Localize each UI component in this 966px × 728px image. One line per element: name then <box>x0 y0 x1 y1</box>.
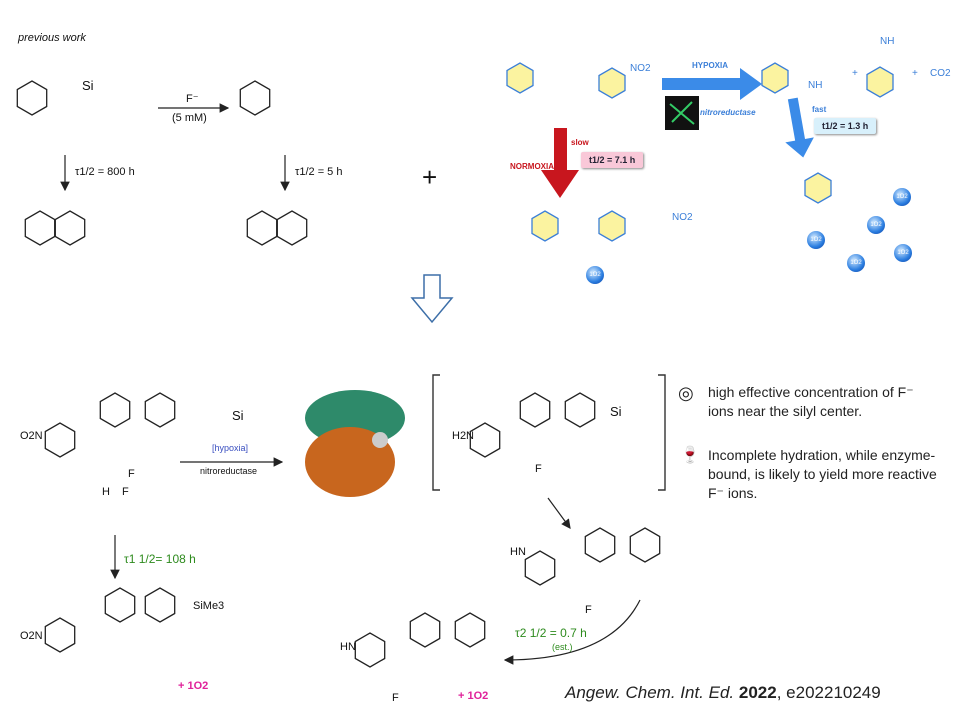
hollow-down-arrow <box>410 274 454 324</box>
note-text: high effective concentration of F⁻ ions … <box>708 384 914 419</box>
target-icon: ◎ <box>678 383 694 403</box>
halflife-0.7h: τ2 1/2 = 0.7 h <box>515 626 587 640</box>
ring-structure <box>54 210 86 246</box>
singlet-oxygen-product-2: + 1O2 <box>458 690 489 702</box>
ring-structure <box>144 587 176 623</box>
ring-structure <box>409 612 441 648</box>
ring-structure <box>144 392 176 428</box>
halflife-estimate-note: (est.) <box>552 642 573 652</box>
note-hydration: 🍷 Incomplete hydration, while enzyme-bou… <box>680 446 940 503</box>
citation: Angew. Chem. Int. Ed. 2022, e202210249 <box>565 683 881 703</box>
no2-label-product: NO2 <box>672 212 693 223</box>
singlet-oxygen-bubble: 1O2 <box>807 231 825 249</box>
ring-structure <box>629 527 661 563</box>
singlet-oxygen-bubble: 1O2 <box>894 244 912 262</box>
ring-structure <box>564 392 596 428</box>
halflife-108h: τ1 1/2= 108 h <box>124 552 196 566</box>
co2-label: CO2 <box>930 68 951 79</box>
arrow-to-imine <box>547 497 571 529</box>
ring-structure <box>16 80 48 116</box>
plus-1: + <box>852 68 858 79</box>
fast-halflife-box: t1/2 = 1.3 h <box>814 118 877 134</box>
no2-label: NO2 <box>630 63 651 74</box>
note-text: Incomplete hydration, while enzyme-bound… <box>708 447 937 501</box>
fast-arrow <box>785 97 814 158</box>
o2n-label: O2N <box>20 430 43 442</box>
note-concentration: ◎ high effective concentration of F⁻ ion… <box>678 383 940 421</box>
ring-structure <box>598 67 626 99</box>
ring-structure <box>354 632 386 668</box>
halflife-800h: τ1/2 = 800 h <box>75 166 135 178</box>
hypoxia-condition: [hypoxia] <box>212 443 249 453</box>
slow-label: slow <box>571 138 589 147</box>
fluorine-vinyl: F <box>585 604 592 616</box>
ring-structure <box>866 66 894 98</box>
ring-structure <box>761 62 789 94</box>
ring-structure <box>99 392 131 428</box>
ring-structure <box>276 210 308 246</box>
singlet-oxygen-bubble: 1O2 <box>586 266 604 284</box>
fluoride-reagent: F⁻ <box>186 93 199 105</box>
hn-label-product: HN <box>340 641 356 653</box>
arrow-curved-0.7h <box>503 599 641 665</box>
normoxia-label: NORMOXIA <box>510 162 554 171</box>
fluorine-intermediate: F <box>535 463 542 475</box>
si-label-lower: Si <box>232 408 244 423</box>
fluorine-1: F <box>128 468 135 480</box>
h2n-label: H2N <box>452 430 475 442</box>
nitroreductase-condition: nitroreductase <box>200 466 258 476</box>
fast-label: fast <box>812 105 827 114</box>
wine-glass-icon: 🍷 <box>680 447 700 464</box>
fluorine-product: F <box>392 692 399 704</box>
fluorine-2: F <box>122 486 129 498</box>
slow-halflife-box: t1/2 = 7.1 h <box>581 152 644 168</box>
plus-2: + <box>912 68 918 79</box>
ring-structure <box>804 172 832 204</box>
singlet-oxygen-bubble: 1O2 <box>893 188 911 206</box>
ring-structure <box>239 80 271 116</box>
ring-structure <box>584 527 616 563</box>
o2n-label-product: O2N <box>20 630 43 642</box>
hypoxia-arrow <box>662 68 762 100</box>
ring-structure <box>519 392 551 428</box>
ring-structure <box>24 210 56 246</box>
lactam-nh: NH <box>808 80 823 91</box>
hn-label: HN <box>510 546 526 558</box>
citation-id: , e202210249 <box>776 683 881 702</box>
plus-sign: + <box>422 162 438 192</box>
ring-structure <box>104 587 136 623</box>
ring-structure <box>506 62 534 94</box>
bracket-right <box>658 374 666 491</box>
halflife-5h: τ1/2 = 5 h <box>295 166 343 178</box>
previous-work-label: previous work <box>18 32 86 44</box>
citation-journal: Angew. Chem. Int. Ed. <box>565 683 735 702</box>
si-label-intermediate: Si <box>610 404 622 419</box>
hydrogen: H <box>102 486 110 498</box>
ring-structure <box>44 617 76 653</box>
ring-structure <box>531 210 559 242</box>
sime3-label: SiMe3 <box>193 600 225 612</box>
ring-structure <box>454 612 486 648</box>
ring-structure <box>44 422 76 458</box>
ring-structure <box>524 550 556 586</box>
citation-year: 2022 <box>738 683 777 702</box>
singlet-oxygen-bubble: 1O2 <box>867 216 885 234</box>
ring-structure <box>246 210 278 246</box>
nitroreductase-protein-image <box>305 390 405 497</box>
singlet-oxygen-bubble: 1O2 <box>847 254 865 272</box>
singlet-oxygen-product-1: + 1O2 <box>178 680 209 692</box>
bracket-left <box>432 374 440 491</box>
ring-structure <box>598 210 626 242</box>
hypoxia-label: HYPOXIA <box>692 61 729 70</box>
ring-structure <box>469 422 501 458</box>
si-label: Si <box>82 78 94 93</box>
imine-nh: NH <box>880 36 895 47</box>
normoxia-arrow <box>541 128 579 198</box>
fluoride-concentration: (5 mM) <box>172 112 207 124</box>
nitroreductase-label: nitroreductase <box>700 108 756 117</box>
